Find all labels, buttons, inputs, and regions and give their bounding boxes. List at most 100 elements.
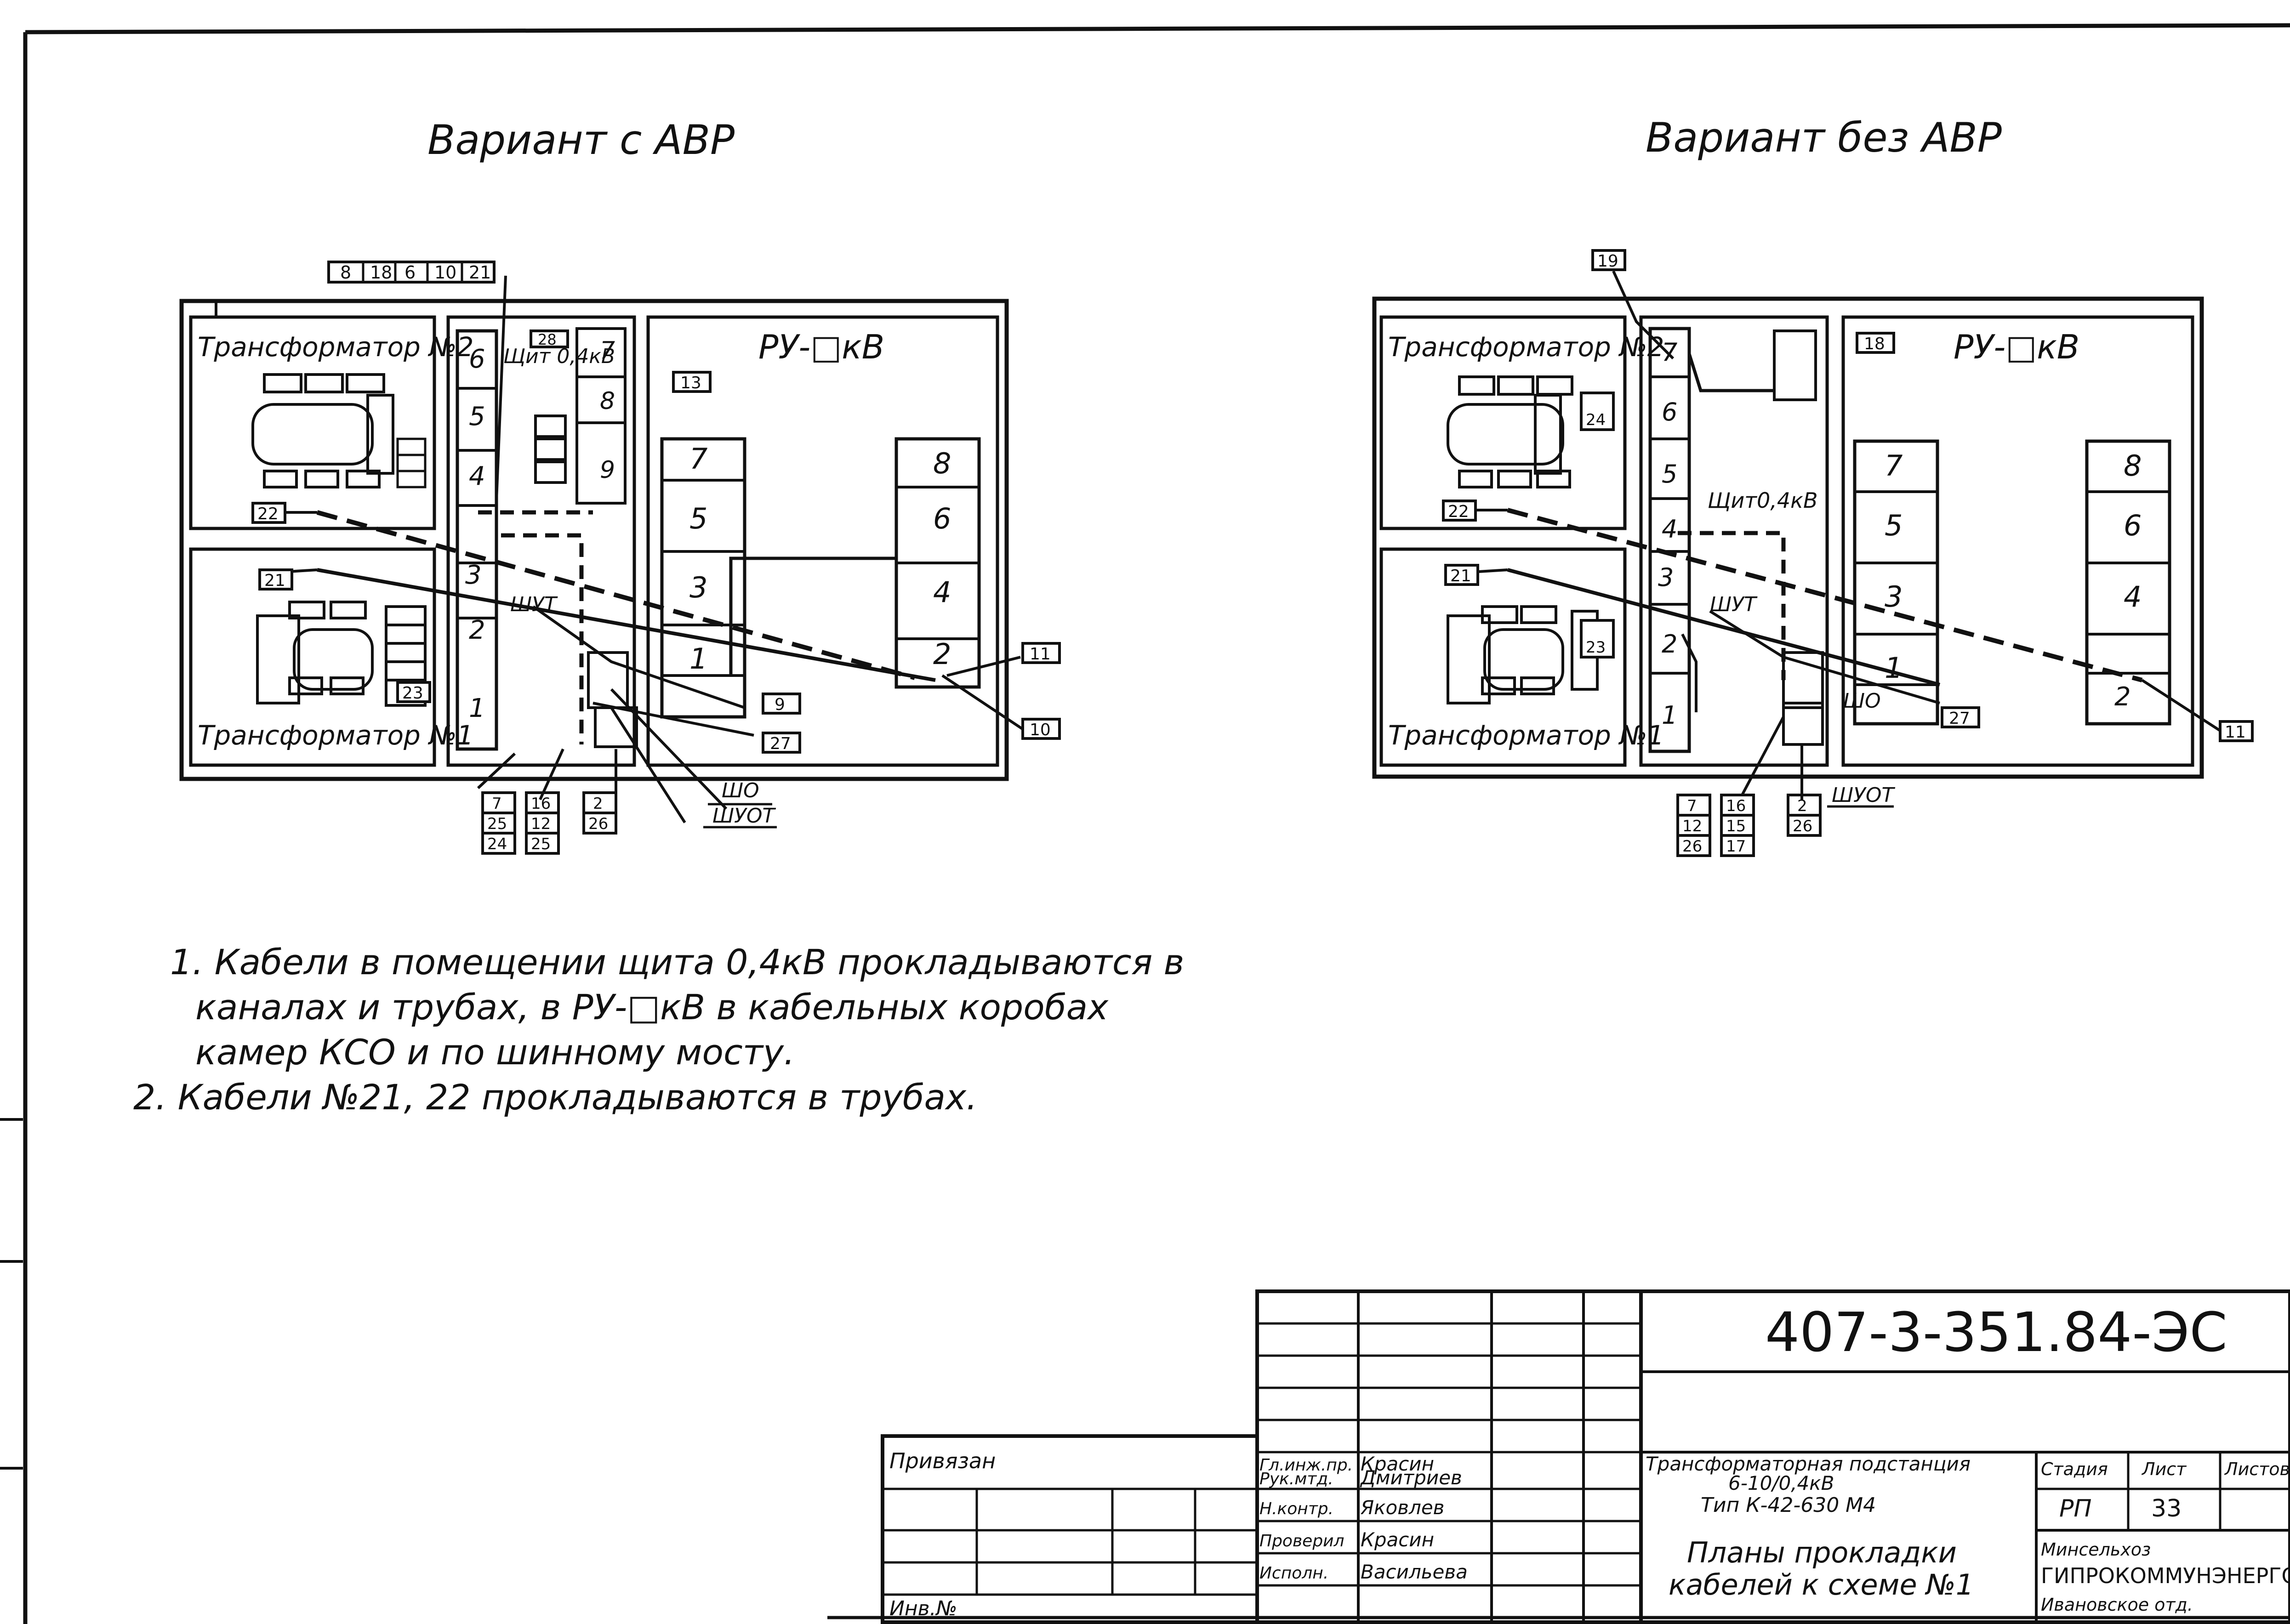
avr-bus-bridge	[729, 556, 898, 676]
avr-tag-9: 9	[775, 695, 785, 714]
role-1: Рук.мтд.	[1259, 1470, 1333, 1488]
title-block	[881, 1289, 2290, 1624]
no-avr-shut-label: ШУТ	[1710, 593, 1758, 616]
avr-panel-box-num: 8	[600, 387, 615, 415]
sheet-title-1: Планы прокладки	[1687, 1536, 1957, 1569]
avr-transformer-2-symbol	[251, 373, 394, 488]
avr-transformer-2-label: Трансформатор №2	[198, 331, 474, 363]
role-4: Исполн.	[1259, 1564, 1328, 1583]
no-avr-kso-left-num: 5	[1885, 509, 1903, 542]
avr-tag-10: 10	[1030, 721, 1051, 739]
avr-transformer-2-terminals	[396, 437, 427, 488]
avr-panel-section: 1	[469, 693, 485, 723]
no-avr-panel-section: 2	[1662, 630, 1677, 659]
no-avr-ru-room	[1841, 315, 2194, 767]
no-avr-panel-column	[1648, 327, 1691, 753]
sheet-header: Лист	[2141, 1459, 2187, 1479]
avr-transformer-2-room	[189, 315, 436, 530]
avr-bottom-tag: 16	[531, 795, 551, 813]
no-avr-cable-tags	[1442, 332, 2254, 742]
no-avr-kso-left-num: 3	[1885, 580, 1903, 613]
avr-bottom-tag: 2	[593, 795, 603, 813]
name-3: Красин	[1361, 1528, 1434, 1551]
name-1: Дмитриев	[1360, 1466, 1462, 1489]
org-3: Ивановское отд.	[2041, 1595, 2193, 1615]
no-avr-tag-18: 18	[1864, 335, 1885, 353]
no-avr-tag-24: 24	[1586, 411, 1606, 429]
name-2: Яковлев	[1360, 1496, 1444, 1519]
org-2: ГИПРОКОММУНЭНЕРГО	[2041, 1563, 2290, 1588]
note-line: 1. Кабели в помещении щита 0,4кВ проклад…	[170, 942, 1184, 982]
project-title-3: Тип К-42-630 М4	[1701, 1493, 1876, 1517]
note-line: камер КСО и по шинному мосту.	[195, 1032, 795, 1073]
avr-bottom-tag: 12	[531, 815, 551, 833]
avr-top-tag: 8	[340, 262, 351, 283]
avr-tag-13: 13	[680, 374, 701, 392]
avr-panel-boxes	[534, 327, 627, 505]
notes: 1. Кабели в помещении щита 0,4кВ проклад…	[133, 942, 1184, 1118]
avr-cable-routes	[280, 275, 1026, 823]
avr-tag-23: 23	[402, 684, 423, 703]
avr-kso-left-num: 1	[689, 642, 707, 676]
no-avr-top-tag: 19	[1597, 252, 1618, 271]
avr-kso-left	[660, 437, 746, 719]
no-avr-kso-right-num: 6	[2124, 509, 2142, 542]
no-avr-kso-right-num: 2	[2114, 682, 2131, 712]
avr-kso-right-num: 8	[933, 447, 951, 480]
avr-transformer-1-room	[189, 547, 436, 767]
no-avr-building	[1372, 296, 2204, 779]
avr-tag-22: 22	[257, 505, 279, 523]
avr-bottom-tag: 7	[492, 795, 502, 813]
avr-panel-box-num: 9	[600, 456, 615, 484]
avr-panel-section: 3	[465, 560, 482, 590]
stage-header: Стадия	[2041, 1459, 2108, 1479]
note-line: 2. Кабели №21, 22 прокладываются в труба…	[133, 1077, 977, 1118]
no-avr-kso-left-num: 1	[1885, 651, 1903, 685]
avr-panel-section: 2	[469, 615, 485, 645]
variant-no-avr-title: Вариант без АВР	[1646, 114, 2002, 161]
avr-tag-21: 21	[264, 571, 285, 590]
avr-sho-label: ШО	[722, 779, 759, 802]
no-avr-shuot-label: ШУОТ	[1832, 784, 1895, 807]
no-avr-transformer-2-room	[1379, 315, 1627, 530]
privyazan-label: Привязан	[889, 1448, 996, 1473]
no-avr-transformer-2-symbol	[1447, 375, 1573, 488]
no-avr-transformer-1-label: Трансформатор №1	[1388, 720, 1664, 751]
sheets-header: Листов	[2224, 1459, 2290, 1479]
no-avr-kso-left-num: 7	[1885, 449, 1903, 483]
avr-tag-27: 27	[770, 734, 791, 753]
variant-avr-plan: Вариант с АВР 8 18 6 10 21 Трансформатор…	[179, 116, 1061, 855]
no-avr-tag-23: 23	[1586, 638, 1606, 657]
no-avr-kso-right	[2085, 439, 2171, 726]
avr-building	[179, 299, 1009, 781]
avr-kso-right-num: 4	[933, 575, 951, 609]
avr-top-tag: 10	[434, 262, 456, 283]
sheet-title-2: кабелей к схеме №1	[1669, 1568, 1974, 1601]
doc-number: 407-3-351.84-ЭС	[1765, 1300, 2227, 1364]
avr-kso-right-num: 2	[933, 637, 951, 671]
avr-panel-label: Щит 0,4кВ	[503, 345, 615, 368]
no-avr-bottom-tag: 26	[1682, 837, 1702, 856]
note-line: каналах и трубах, в РУ-□кВ в кабельных к…	[195, 987, 1109, 1028]
avr-kso-left-num: 5	[689, 502, 707, 535]
avr-panel-column	[456, 329, 498, 751]
sheet-frame	[0, 23, 2290, 1624]
no-avr-transformer-1-room	[1379, 547, 1627, 767]
avr-panel-section: 6	[469, 344, 485, 374]
role-3: Проверил	[1259, 1532, 1344, 1550]
role-0: Гл.инж.пр.	[1259, 1456, 1353, 1475]
avr-bottom-tags	[481, 791, 617, 855]
avr-transformer-1-symbol	[256, 601, 427, 707]
avr-bottom-tag: 25	[531, 835, 551, 853]
no-avr-panel-section: 7	[1662, 338, 1677, 367]
no-avr-kso-right-num: 8	[2124, 449, 2142, 483]
no-avr-bottom-tag: 7	[1687, 797, 1697, 815]
no-avr-ru-label: РУ-□кВ	[1954, 328, 2079, 366]
no-avr-bottom-tag: 17	[1726, 837, 1746, 856]
name-4: Васильева	[1361, 1561, 1468, 1583]
avr-panel-room	[446, 315, 636, 767]
no-avr-transformer-2-label: Трансформатор №2	[1388, 331, 1664, 363]
no-avr-panel-section: 6	[1662, 397, 1677, 426]
project-title-2: 6-10/0,4кВ	[1728, 1472, 1834, 1494]
